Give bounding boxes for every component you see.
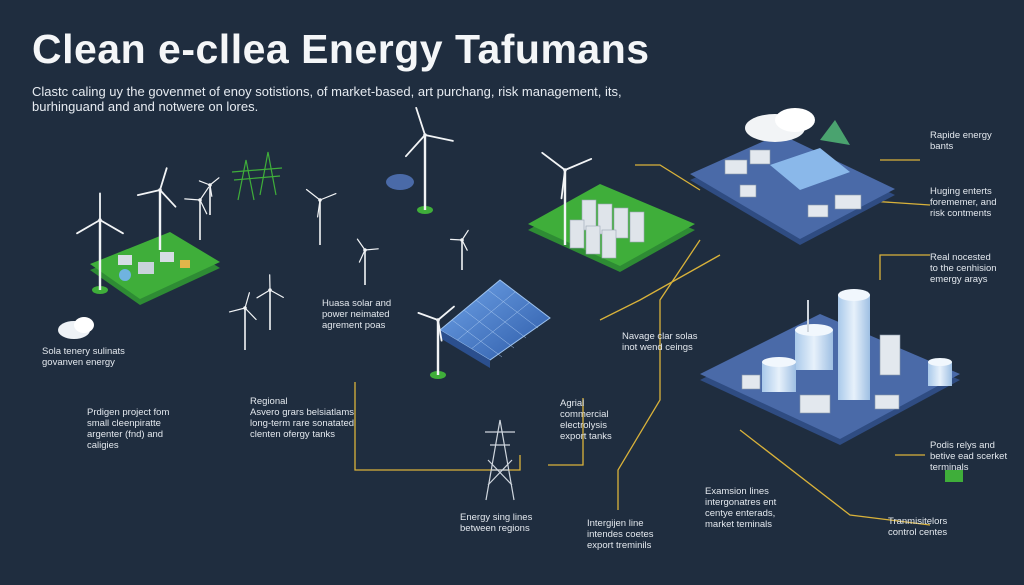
- wind-turbine: [198, 177, 220, 215]
- label-interregion-line: Intergijen line intendes coetes export t…: [587, 518, 654, 551]
- connector-interregion: [617, 239, 701, 510]
- port-platform: [700, 289, 963, 482]
- intro-text: Clastc caling uy the govenmet of enoy so…: [32, 84, 622, 114]
- label-transmission-control: Tranmisitelors control centes: [888, 516, 948, 538]
- label-storage-wind: Navage clar solas inot wend ceings: [622, 331, 698, 353]
- factory-platform: [690, 108, 895, 245]
- wind-turbine: [76, 192, 124, 294]
- connector-storage: [599, 254, 721, 321]
- wind-turbine: [256, 274, 284, 330]
- label-hybrid-solar: Huasa solar and power neimated agrement …: [322, 298, 392, 331]
- connector-regional: [354, 382, 521, 471]
- wind-turbine: [228, 292, 257, 350]
- cloud-icons: [58, 174, 414, 339]
- pylon-cluster: [231, 151, 283, 201]
- connector-rail: [879, 254, 930, 280]
- wind-turbine: [404, 107, 454, 214]
- label-agri-commercial: Agrial commercial electrolysis export ta…: [560, 398, 612, 442]
- label-expansion-lines: Examsion lines intergonatres ent centye …: [705, 486, 777, 530]
- wind-turbine: [184, 186, 210, 240]
- label-rapid-energy: Rapide energy bants: [930, 130, 992, 152]
- microgrid-platform: [90, 232, 220, 305]
- label-hydrogen-project: Prdigen project fom small cleenpiratte a…: [87, 407, 170, 451]
- page-title: Clean e-cllea Energy Tafumans: [32, 26, 650, 72]
- wind-turbine: [136, 167, 177, 250]
- wind-turbine: [450, 229, 469, 270]
- label-solar-territory: Sola tenery sulinats govanven energy: [42, 346, 125, 368]
- wind-turbine: [305, 188, 337, 245]
- solar-panel-array: [439, 279, 551, 368]
- transmission-tower: [485, 419, 515, 501]
- label-hedging: Huging enterts forememer, and risk contm…: [930, 186, 997, 219]
- label-rail-connected: Real nocested to the cenhision emergy ar…: [930, 252, 997, 285]
- connector-transmission: [739, 429, 931, 526]
- wind-turbines: [76, 107, 593, 379]
- label-regional-storage: Regional Asvero grars belsiatlams long-t…: [250, 396, 355, 440]
- connector-lines: [354, 159, 931, 526]
- wind-turbine: [417, 305, 455, 379]
- label-ports: Podis relys and betive ead scerket termi…: [930, 440, 1008, 473]
- connector-agri: [548, 398, 584, 466]
- connector-top: [635, 164, 701, 191]
- wind-turbine: [356, 238, 379, 285]
- wind-turbine: [541, 151, 593, 245]
- label-energy-lines: Energy sing lines between regions: [460, 512, 533, 534]
- storage-platform: [528, 184, 695, 272]
